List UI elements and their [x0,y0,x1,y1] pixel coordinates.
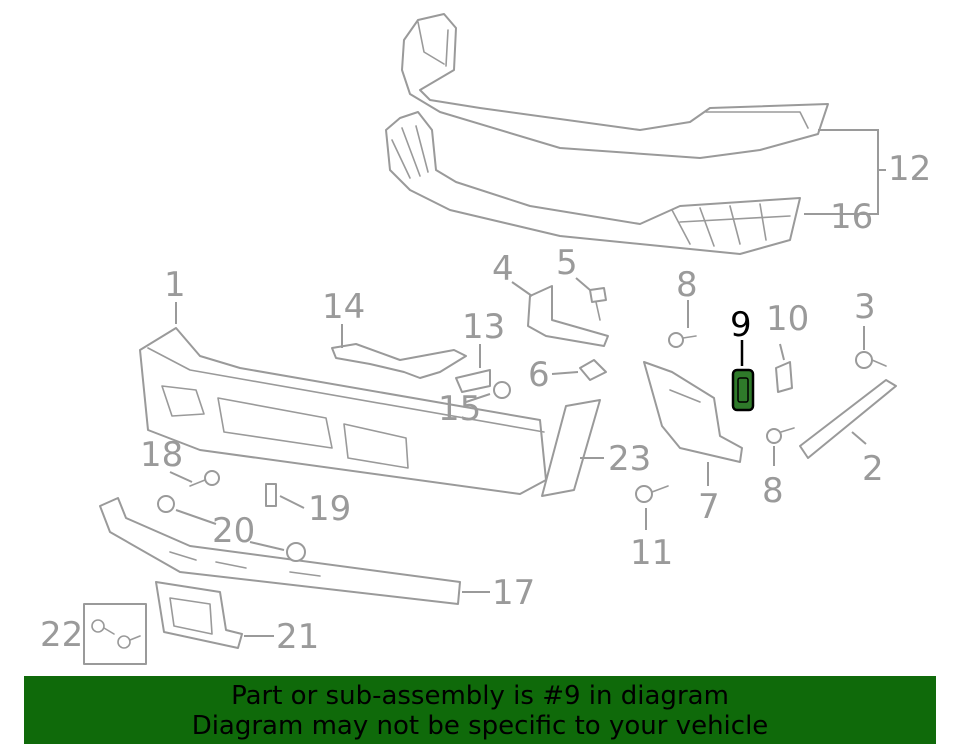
part-15-plug [493,381,511,399]
part-18-bolt [189,470,220,487]
callout-6: 6 [528,355,550,395]
part-20-nut-upper [157,495,175,513]
callout-8-upper: 8 [676,265,698,305]
part-7-bracket [643,361,743,463]
part-3-bolt [855,351,887,369]
part-8-bolt-lower [766,427,795,444]
part-2-brace [799,379,897,459]
part-8-bolt-upper [668,332,697,348]
part-5-bolt [589,287,607,321]
callout-14: 14 [322,287,365,327]
part-12-bumper-cover [401,13,829,159]
callout-21: 21 [276,617,319,657]
part-23-trim [541,399,601,497]
callout-20: 20 [212,511,255,551]
part-1-front-bumper [139,327,547,495]
callout-3: 3 [854,287,876,327]
part-11-bolt [635,485,669,503]
callout-1: 1 [164,265,186,305]
callout-19: 19 [308,489,351,529]
part-17-valance [99,497,461,605]
part-21-license-bracket [155,581,243,649]
part-16-lower-trim [385,111,801,255]
callout-18: 18 [140,435,183,475]
info-banner: Part or sub-assembly is #9 in diagram Di… [24,676,936,744]
part-13-clip [455,369,491,393]
callout-4: 4 [492,249,514,289]
callout-23: 23 [608,439,651,479]
callout-17: 17 [492,573,535,613]
callout-9: 9 [730,305,752,345]
part-4-strip [527,285,609,347]
callout-11: 11 [630,533,673,573]
callout-15: 15 [438,389,481,429]
part-9-highlighted[interactable] [731,368,755,412]
callout-labels: 1 2 3 4 5 6 7 8 8 9 10 11 12 13 14 15 16… [40,149,931,657]
callout-12: 12 [888,149,931,189]
callout-10: 10 [766,299,809,339]
callout-13: 13 [462,307,505,347]
callout-7: 7 [698,487,720,527]
banner-line-2: Diagram may not be specific to your vehi… [191,711,769,741]
part-20-nut-lower [286,542,306,562]
part-6-clip [579,359,607,381]
part-10-nut [775,361,793,393]
callout-8-lower: 8 [762,471,784,511]
part-14-bracket [331,343,467,379]
callout-2: 2 [862,449,884,489]
part-22-fastener-kit [83,603,147,665]
part-19-stud [265,483,277,507]
callout-16: 16 [830,197,873,237]
banner-line-1: Part or sub-assembly is #9 in diagram [231,681,729,711]
callout-22: 22 [40,615,83,655]
leader-lines [169,129,886,637]
callout-5: 5 [556,243,578,283]
